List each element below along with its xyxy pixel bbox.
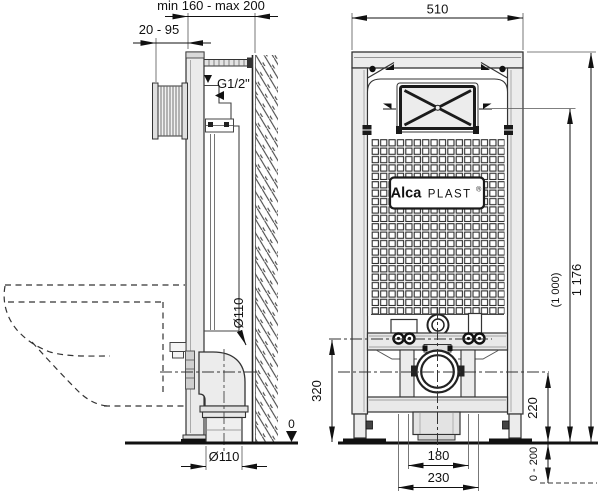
dim-meter-mark: (1 000) [550,108,573,442]
access-window [396,82,479,134]
plate-frame-depth-label: 20 - 95 [139,22,179,37]
top-rail [351,51,524,69]
wall-anchor-rod [203,57,253,68]
fixing-level-label: 320 [309,380,324,402]
dim-fixing-level: 320 [309,339,335,442]
cistern-profile [204,84,240,332]
corner-braces [367,61,508,79]
side-view: G1/2" Ø110 0 [3,0,298,470]
svg-text:Alca PLAST ®: Alca PLAST ® [391,185,482,202]
right-foot-plate [489,438,532,444]
left-foot [353,413,367,439]
down-arrow-icon [204,75,212,83]
waste-pipe-diameter-label: Ø110 [231,298,246,329]
left-foot-plate [343,438,386,444]
installation-depth-label: min 160 - max 200 [157,0,265,13]
bowl-outlet-stub [169,342,195,390]
adjustable-feet [343,413,532,444]
post-foot-plate [181,439,209,444]
extension-lines [398,414,479,491]
floor-zero-marker: 0 [286,417,297,442]
water-supply-marker: G1/2" [204,75,250,100]
brand-logo: Alca PLAST ® [388,176,486,210]
brand-light: PLAST [428,189,472,201]
water-supply-label: G1/2" [217,76,250,91]
dim-total-height: 1 176 [527,51,596,442]
outlet-spacing-outer-label: 230 [428,470,450,485]
total-height-label: 1 176 [569,264,584,297]
floor-build-up-label: 0 - 200 [528,447,540,481]
anchor-bracket [247,57,253,68]
fixing-stud-plate [185,350,195,390]
meter-flag-icon [483,103,492,109]
right-rail [506,67,524,415]
level-triangle-icon [286,431,297,442]
floor-pipe-diameter-label: Ø110 [209,449,240,464]
dim-plate-frame-depth: 20 - 95 [133,22,211,82]
centerlines [160,307,549,452]
brace-bolt-icon [499,65,506,73]
left-arrow-icon [215,91,224,100]
post-foot [182,434,208,440]
foot-lock-screw [502,420,510,430]
foot-lock-screw [365,420,373,430]
dim-waste-pipe-diameter: Ø110 [231,298,247,346]
dim-frame-width: 510 [351,2,524,50]
panel-clips [362,125,513,135]
frame-width-label: 510 [427,2,449,17]
meter-mark-flags [383,103,576,110]
waste-outlet-level-label: 220 [525,397,540,419]
toilet-bowl-outline [3,284,186,407]
dim-floor-build-up: 0 - 200 [528,444,597,484]
flush-plate-sleeve [152,82,188,140]
meter-mark-label: (1 000) [550,273,562,308]
meter-flag-icon [383,103,392,109]
brand-registered: ® [476,186,482,194]
floor-zero-label: 0 [288,417,295,431]
frame-post [181,51,209,444]
dim-outlet-spacing-outer: 230 [398,470,479,491]
dim-waste-outlet-level: 220 [525,372,551,442]
left-rail [351,67,369,415]
right-foot [508,413,522,439]
floor-outlet-box [412,411,461,441]
outlet-spacing-inner-label: 180 [428,448,450,463]
brace-bolt-icon [369,65,376,73]
front-view: Alca PLAST ® [160,2,598,491]
drain-elbow [198,349,249,452]
insulation-grid [371,139,505,314]
dim-outlet-spacing-inner: 180 [408,448,469,469]
wall-hatching [255,55,278,443]
brand-bold: Alca [391,186,423,202]
wall-section [251,55,278,443]
dim-floor-pipe-diameter: Ø110 [181,446,267,470]
